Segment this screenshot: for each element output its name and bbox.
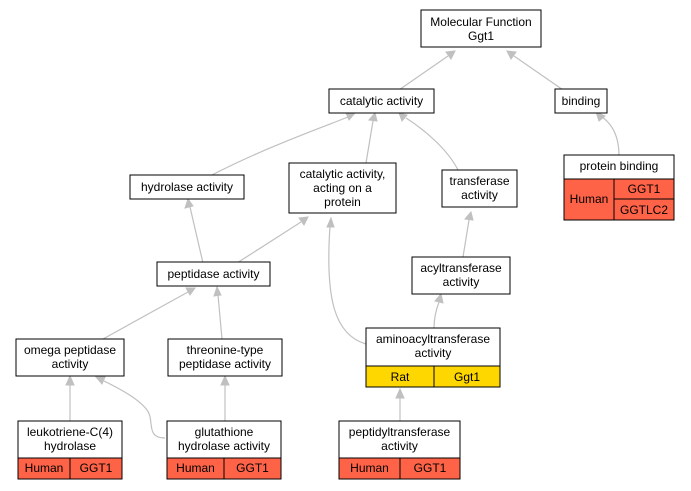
node-transferase-activity[interactable]: transferase activity (441, 169, 518, 208)
node-label: hydrolase (44, 439, 96, 453)
edge-binding-to-mf (506, 50, 567, 93)
edge-omega-to-peptidase (102, 287, 196, 340)
node-threonine-peptidase-activity[interactable]: threonine-type peptidase activity (167, 338, 283, 377)
node-label: peptidyltransferase (349, 425, 451, 439)
edge-aminoacyl-to-cat-protein (326, 216, 367, 345)
node-hydrolase-activity[interactable]: hydrolase activity (129, 174, 245, 200)
edge-leuko-to-omega (65, 374, 75, 421)
node-label: catalytic activity, (300, 167, 386, 181)
gene-label: GGT1 (628, 182, 661, 196)
node-label: activity (52, 357, 89, 371)
node-label: Ggt1 (468, 29, 494, 43)
node-peptidyltransferase-activity[interactable]: peptidyltransferase activity Human GGT1 (338, 420, 461, 480)
node-binding[interactable]: binding (554, 88, 608, 114)
organism-label: Human (570, 192, 609, 206)
node-label: aminoacyltransferase (376, 332, 490, 346)
edge-peptidase-to-cat-protein (236, 216, 309, 264)
edge-glutathione-to-threonine (220, 374, 230, 421)
edge-catalytic-to-mf (395, 50, 456, 93)
edge-protein-binding-to-binding (595, 111, 620, 157)
node-label: acyltransferase (420, 261, 502, 275)
node-label: catalytic activity (340, 94, 423, 108)
gene-label: GGT1 (80, 461, 113, 475)
node-leukotriene-hydrolase[interactable]: leukotriene-C(4) hydrolase Human GGT1 (17, 420, 123, 480)
edge-peptidyl-to-aminoacyl (395, 387, 405, 421)
node-label: acting on a (313, 181, 372, 195)
gene-cell (613, 198, 675, 221)
node-label: Molecular Function (430, 15, 531, 29)
gene-cell (433, 365, 501, 388)
gene-label: GGT1 (414, 461, 447, 475)
edge-aminoacyl-to-acyltransferase (433, 292, 444, 329)
node-label: binding (562, 94, 601, 108)
edge-acyltransferase-to-transferase (462, 210, 474, 258)
node-label: activity (461, 188, 498, 202)
node-molecular-function[interactable]: Molecular Function Ggt1 (420, 9, 542, 48)
edge-cat-protein-to-catalytic (365, 111, 378, 164)
edge-peptidase-to-hydrolase (184, 197, 204, 264)
organism-label: Rat (391, 370, 410, 384)
node-label: omega peptidase (24, 343, 116, 357)
edge-glutathione-to-omega (94, 376, 166, 439)
node-aminoacyltransferase-activity[interactable]: aminoacyltransferase activity Rat Ggt1 (365, 327, 501, 388)
gene-label: GGT1 (236, 461, 269, 475)
gene-label: GGTLC2 (620, 203, 668, 217)
organism-label: Human (350, 461, 389, 475)
node-label: activity (443, 275, 480, 289)
edge-threonine-to-peptidase (213, 285, 223, 340)
node-omega-peptidase-activity[interactable]: omega peptidase activity (15, 338, 125, 377)
node-label: glutathione (195, 425, 254, 439)
edge-hydrolase-to-catalytic (209, 112, 357, 177)
organism-label: Human (176, 461, 215, 475)
organism-cell-human (563, 178, 615, 221)
gene-cell (223, 457, 282, 480)
gene-cell (69, 457, 123, 480)
node-label: threonine-type (187, 343, 264, 357)
node-peptidase-activity[interactable]: peptidase activity (156, 261, 271, 287)
node-label: leukotriene-C(4) (27, 425, 113, 439)
gene-cell (399, 457, 461, 480)
node-label: activity (415, 346, 452, 360)
node-catalytic-activity[interactable]: catalytic activity (328, 88, 435, 114)
node-catalytic-activity-on-protein[interactable]: catalytic activity, acting on a protein (288, 162, 397, 214)
node-label: protein binding (580, 159, 659, 173)
node-label: hydrolase activity (178, 439, 270, 453)
node-label: activity (381, 439, 418, 453)
node-label: transferase (449, 174, 509, 188)
node-glutathione-hydrolase-activity[interactable]: glutathione hydrolase activity Human GGT… (166, 420, 282, 480)
node-label: peptidase activity (179, 357, 271, 371)
node-label: protein (324, 195, 361, 209)
edge-transferase-to-catalytic (398, 112, 459, 171)
edges (65, 50, 620, 439)
organism-label: Human (25, 461, 64, 475)
node-label: hydrolase activity (141, 180, 233, 194)
node-label: peptidase activity (167, 267, 259, 281)
node-acyltransferase-activity[interactable]: acyltransferase activity (411, 256, 511, 295)
gene-label: Ggt1 (454, 370, 480, 384)
node-protein-binding[interactable]: protein binding Human GGT1 GGTLC2 (563, 154, 675, 221)
